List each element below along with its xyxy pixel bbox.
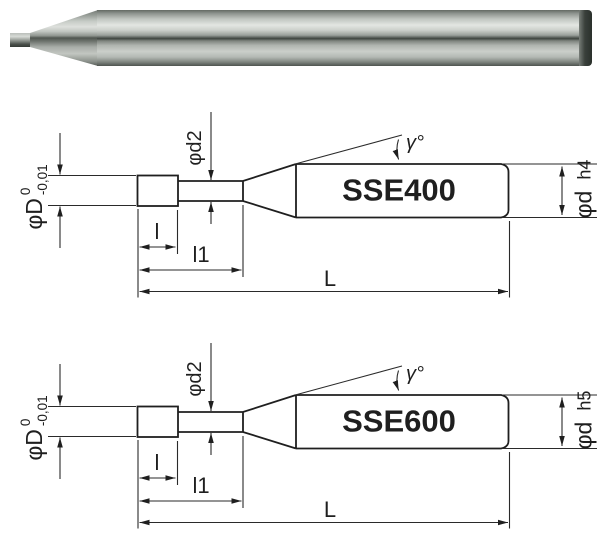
head-diameter-tolerance: 0 -0,01 xyxy=(18,395,50,427)
head-dia-extension-lines xyxy=(48,174,136,207)
overall-length-extension-lines xyxy=(137,209,511,298)
cutting-length-label: l xyxy=(154,219,160,244)
neck-length-label: l1 xyxy=(192,473,210,498)
labels-sse400: φD 0 -0,01 φd2 γ° SSE400 φd h4 l l1 L xyxy=(18,130,597,291)
model-number: SSE400 xyxy=(342,172,456,208)
neck-diameter-label: φd2 xyxy=(184,130,206,166)
neck-and-taper-outline xyxy=(178,163,297,219)
shank-diameter-label: φd h4 xyxy=(570,159,597,219)
cutting-length-label: l xyxy=(154,450,160,475)
shank-dia-extension-lines xyxy=(503,163,597,219)
taper-angle-arc xyxy=(392,139,400,160)
photo-shank-end xyxy=(579,10,592,66)
overall-length-label: L xyxy=(323,497,337,522)
labels-sse600: φD 0 -0,01 φd2 γ° SSE600 φd h5 l l1 L xyxy=(0,231,600,536)
taper-angle-label: γ° xyxy=(406,132,424,154)
head-diameter-symbol: φD xyxy=(20,198,47,230)
head-diameter-symbol: φD xyxy=(20,429,47,461)
head-outline xyxy=(136,174,179,207)
photo-shank-body xyxy=(97,10,580,66)
model-number: SSE600 xyxy=(342,403,456,439)
drawing-sse400-lines xyxy=(48,112,597,298)
shank-diameter-label: φd h5 xyxy=(570,390,597,450)
neck-diameter-label: φd2 xyxy=(184,361,206,397)
head-diameter-tolerance: 0 -0,01 xyxy=(18,164,50,196)
taper-angle-reference-line xyxy=(296,134,403,164)
head-diameter-label: φD 0 -0,01 xyxy=(18,395,50,461)
overall-length-label: L xyxy=(323,266,337,291)
shank-outline xyxy=(296,163,510,219)
neck-length-label: l1 xyxy=(192,242,210,267)
shank-tolerance-class: h4 xyxy=(574,159,594,180)
shank-tolerance-class: h5 xyxy=(574,390,594,411)
photo-cutting-tip xyxy=(10,33,32,47)
head-diameter-label: φD 0 -0,01 xyxy=(18,164,50,230)
taper-angle-label: γ° xyxy=(406,363,424,385)
